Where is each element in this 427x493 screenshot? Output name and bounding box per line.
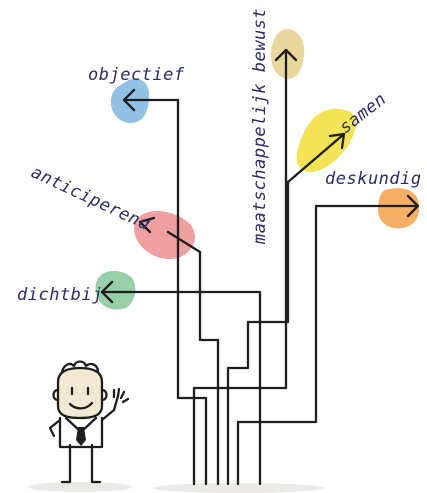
color-blobs	[95, 29, 420, 310]
label-objectief: objectief	[88, 65, 185, 85]
arrow-head-icon	[406, 194, 420, 218]
label-anticiperend: anticiperend	[28, 162, 153, 235]
career-path-lines	[100, 48, 420, 486]
arrow-head-icon	[328, 132, 346, 150]
dichtbij-path	[100, 290, 262, 486]
ground-shadow-lines	[153, 483, 323, 493]
arrow-head-icon	[122, 88, 136, 112]
arrow-head-icon	[274, 48, 298, 62]
samen-path	[226, 132, 346, 486]
dichtbij-blob	[95, 270, 136, 310]
objectief-path	[122, 98, 208, 486]
label-deskundig: deskundig	[325, 169, 422, 189]
anticiperend-blob	[134, 210, 195, 260]
ground-shadow-figure	[28, 482, 132, 492]
samen-blob	[296, 108, 356, 172]
maatschappelijk-bewust-path	[192, 48, 288, 486]
arrowheads	[100, 48, 420, 304]
arrow-head-icon	[138, 216, 156, 234]
maatschappelijk-bewust-blob	[270, 29, 305, 79]
waving-person-icon	[48, 360, 130, 484]
arrow-head-icon	[100, 280, 114, 304]
label-maatschappelijk-bewust: maatschappelijk bewust	[250, 8, 270, 245]
labels: objectief maatschappelijk bewust samen d…	[17, 8, 422, 305]
label-dichtbij: dichtbij	[17, 285, 103, 305]
deskundig-blob	[378, 188, 420, 229]
deskundig-path	[236, 204, 420, 486]
